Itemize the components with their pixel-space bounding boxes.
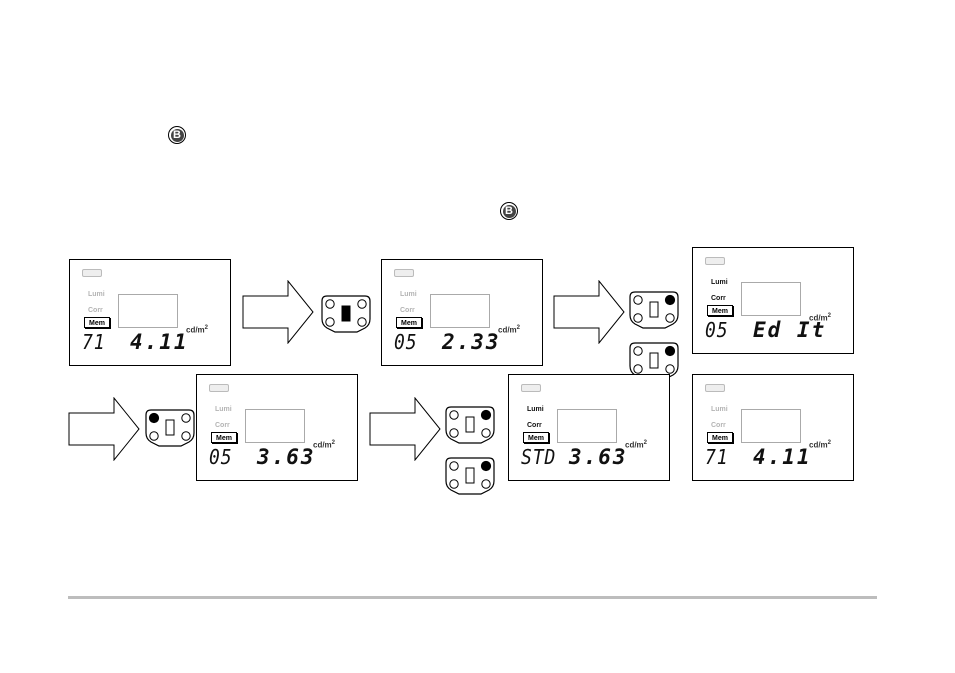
display-window: [430, 294, 490, 328]
display-window: [741, 409, 801, 443]
reading-value: 3.63: [257, 445, 316, 469]
reading-value: Ed It: [753, 318, 826, 342]
mode-tag: [394, 269, 414, 277]
device-top-right-pressed: [445, 406, 495, 444]
device-top-right-pressed: [629, 291, 679, 329]
mode-tag: [82, 269, 102, 277]
unit-label: cd/m2: [809, 440, 831, 450]
lumi-label: Lumi: [527, 406, 544, 413]
device-center-pressed: [321, 295, 371, 333]
memory-number: STD: [521, 445, 556, 469]
footer-rule: [68, 596, 877, 599]
lumi-label: Lumi: [400, 291, 417, 298]
mem-indicator: Mem: [523, 432, 549, 443]
memory-number: 05: [394, 330, 417, 354]
b-button-symbol: B: [171, 129, 184, 142]
memory-number: 71: [82, 330, 105, 354]
device-top-right-pressed: [445, 457, 495, 495]
lumi-label: Lumi: [711, 279, 728, 286]
mode-tag: [705, 384, 725, 392]
flow-arrow: [553, 280, 625, 344]
corr-label: Corr: [88, 307, 103, 314]
display-panel-1: Lumi Corr Mem cd/m2 71 4.11: [69, 259, 231, 366]
mem-indicator: Mem: [396, 317, 422, 328]
b-button-icon: B: [500, 202, 518, 220]
display-window: [245, 409, 305, 443]
display-panel-2: Lumi Corr Mem cd/m2 05 2.33: [381, 259, 543, 366]
memory-number: 71: [705, 445, 728, 469]
device-top-left-pressed: [145, 409, 195, 447]
flow-arrow: [369, 397, 441, 461]
mem-indicator: Mem: [707, 432, 733, 443]
mode-tag: [521, 384, 541, 392]
display-panel-5: Lumi Corr Mem cd/m2 STD 3.63: [508, 374, 670, 481]
b-button-symbol: B: [503, 205, 516, 218]
reading-value: 4.11: [130, 330, 189, 354]
mem-indicator: Mem: [707, 305, 733, 316]
mode-tag: [705, 257, 725, 265]
mem-indicator: Mem: [84, 317, 110, 328]
flow-arrow: [242, 280, 314, 344]
corr-label: Corr: [215, 422, 230, 429]
reading-value: 4.11: [753, 445, 812, 469]
memory-number: 05: [209, 445, 232, 469]
display-panel-3: Lumi Corr Mem cd/m2 05 Ed It: [692, 247, 854, 354]
corr-label: Corr: [527, 422, 542, 429]
unit-label: cd/m2: [625, 440, 647, 450]
corr-label: Corr: [711, 295, 726, 302]
unit-label: cd/m2: [186, 325, 208, 335]
b-button-icon: B: [168, 126, 186, 144]
display-panel-6: Lumi Corr Mem cd/m2 71 4.11: [692, 374, 854, 481]
memory-number: 05: [705, 318, 728, 342]
display-window: [118, 294, 178, 328]
flow-arrow: [68, 397, 140, 461]
unit-label: cd/m2: [313, 440, 335, 450]
lumi-label: Lumi: [711, 406, 728, 413]
lumi-label: Lumi: [88, 291, 105, 298]
reading-value: 2.33: [442, 330, 501, 354]
lumi-label: Lumi: [215, 406, 232, 413]
corr-label: Corr: [400, 307, 415, 314]
display-window: [741, 282, 801, 316]
mode-tag: [209, 384, 229, 392]
corr-label: Corr: [711, 422, 726, 429]
unit-label: cd/m2: [498, 325, 520, 335]
mem-indicator: Mem: [211, 432, 237, 443]
reading-value: 3.63: [569, 445, 628, 469]
display-panel-4: Lumi Corr Mem cd/m2 05 3.63: [196, 374, 358, 481]
display-window: [557, 409, 617, 443]
